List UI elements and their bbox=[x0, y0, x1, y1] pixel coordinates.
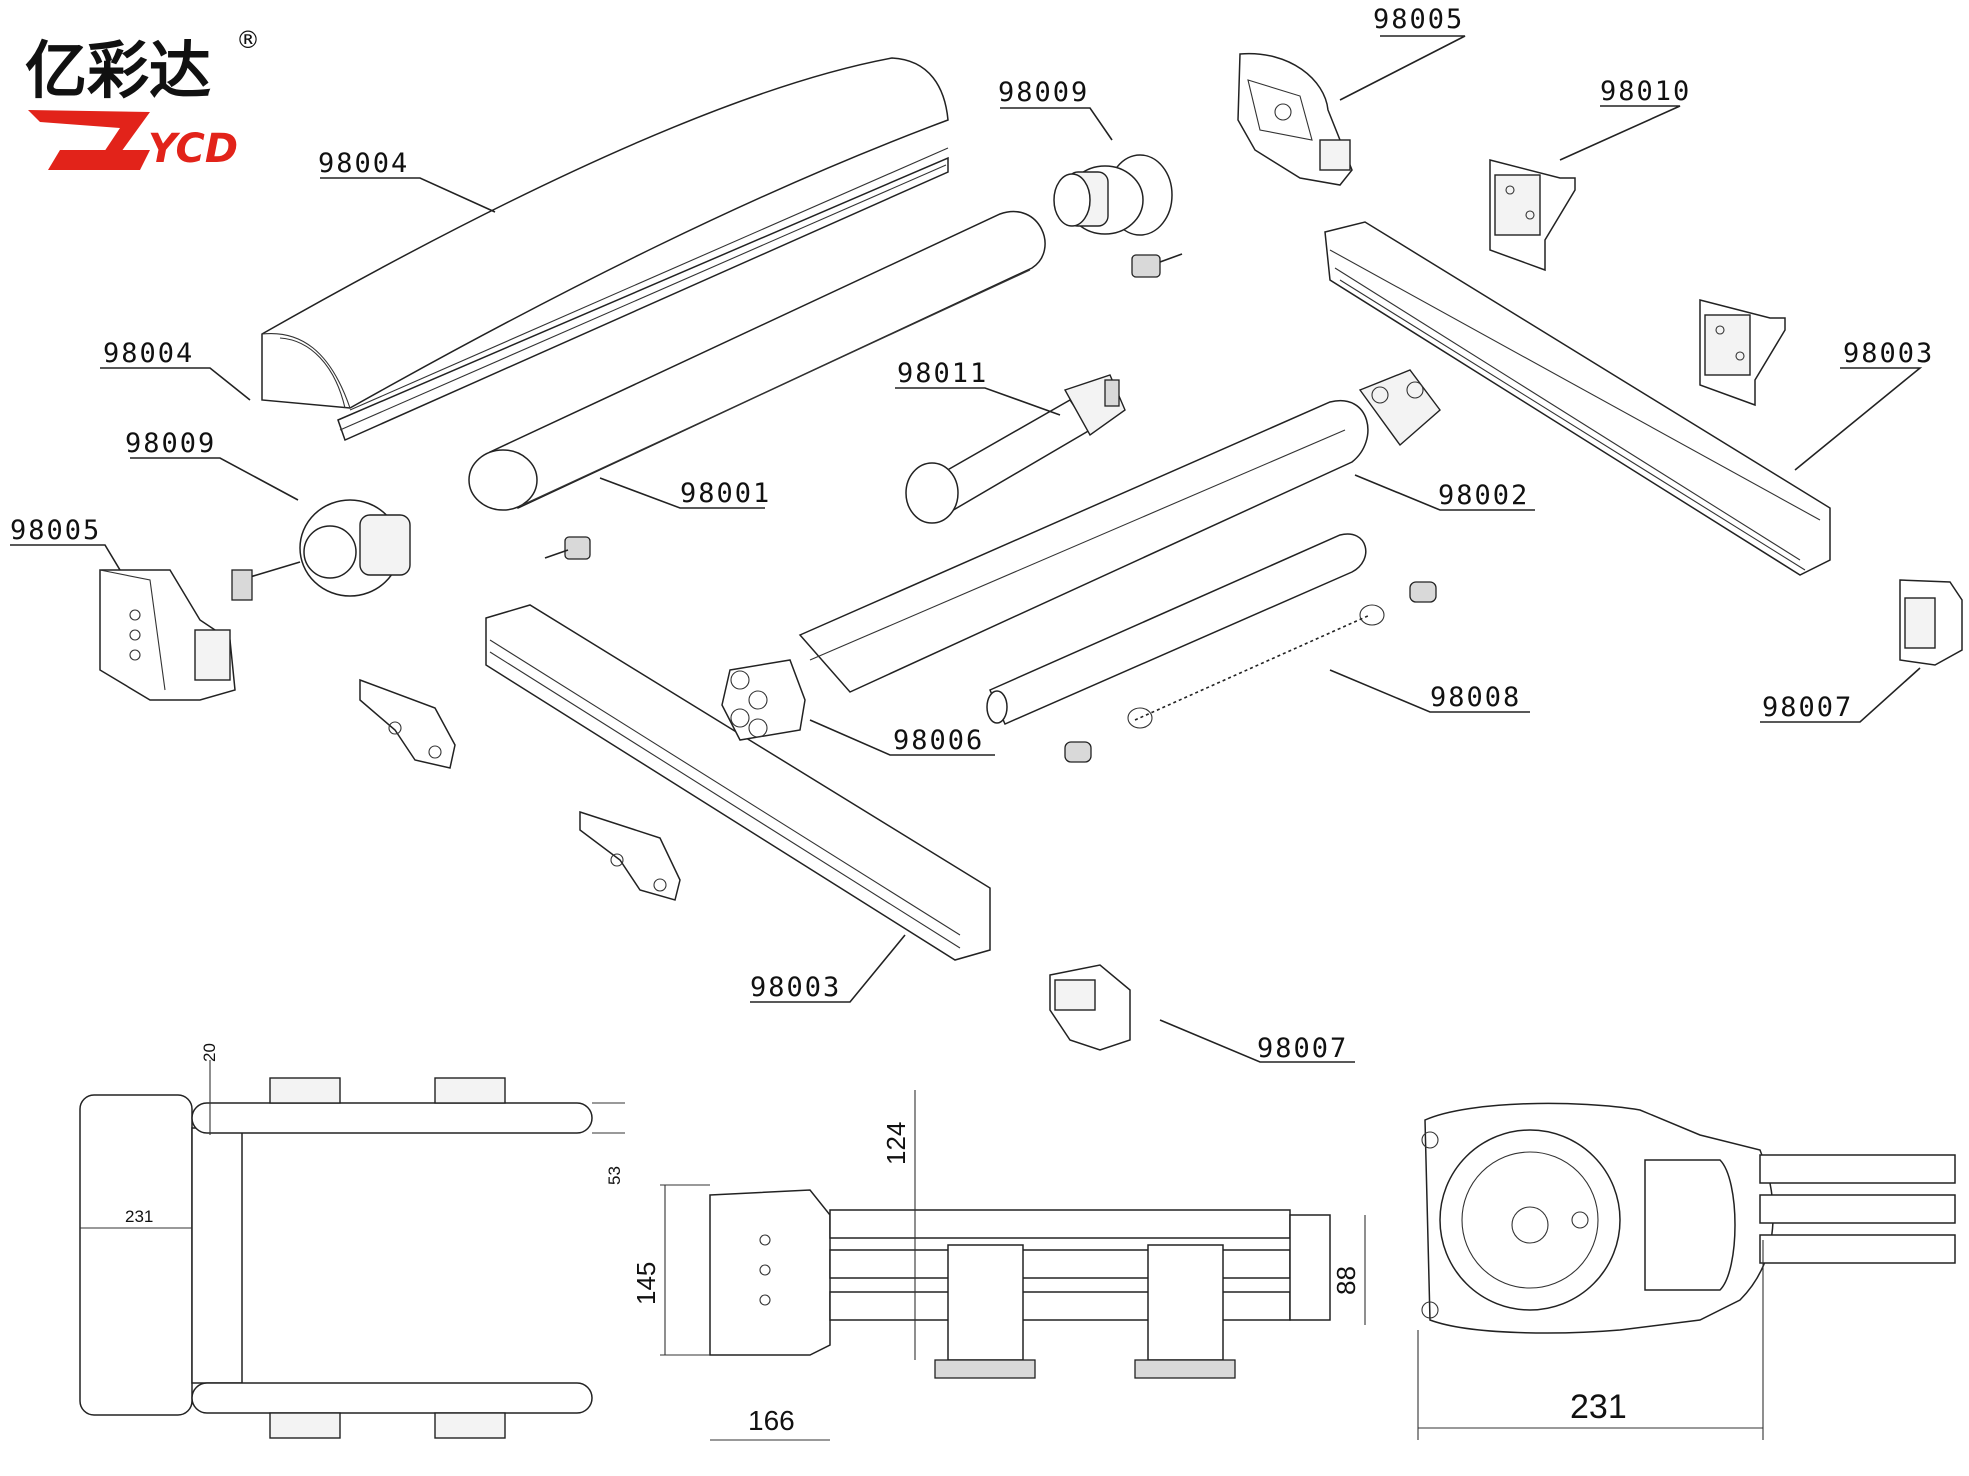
bracket-side-left-part bbox=[99, 569, 236, 701]
label-bracket-side-right: 98005 bbox=[1373, 4, 1464, 35]
dim-top-gap: 20 bbox=[200, 1043, 219, 1062]
label-end-cap-left: 98009 bbox=[125, 428, 216, 459]
housing-cover-part bbox=[261, 57, 949, 442]
registered-mark: ® bbox=[236, 26, 260, 54]
bracket-side-right-part bbox=[1237, 52, 1353, 186]
dim-side-body-height: 145 bbox=[631, 1262, 661, 1305]
label-wall-bracket: 98010 bbox=[1600, 76, 1691, 107]
label-end-plug-front: 98007 bbox=[1257, 1033, 1348, 1064]
wall-bracket-top-part bbox=[1489, 159, 1576, 272]
arm-right-part bbox=[1324, 221, 1831, 576]
logo-text: YCD bbox=[148, 126, 238, 172]
dim-top-height: 53 bbox=[605, 1166, 624, 1185]
brand-name: 亿彩达 bbox=[25, 34, 211, 107]
label-motor: 98011 bbox=[897, 358, 988, 389]
end-cap-right-part bbox=[1053, 154, 1183, 278]
small-bracket-front-part bbox=[579, 810, 681, 901]
end-plug-front-part bbox=[1049, 964, 1131, 1051]
part-labels: 98004 98004 98009 98005 98009 98005 9801… bbox=[10, 4, 1934, 1064]
label-bracket-side-left: 98005 bbox=[10, 515, 101, 546]
end-cap-left-part bbox=[231, 499, 411, 601]
top-view-drawing: 231 20 53 bbox=[79, 1043, 625, 1439]
front-bar-part bbox=[798, 369, 1441, 693]
label-housing-cover: 98004 bbox=[318, 148, 409, 179]
label-arm-front: 98003 bbox=[750, 972, 841, 1003]
side-view-drawing: 145 124 88 166 bbox=[631, 1090, 1366, 1441]
small-connector-part bbox=[544, 536, 591, 560]
leader-lines bbox=[10, 35, 1923, 1063]
arm-front-part bbox=[485, 604, 991, 961]
small-bracket-left-part bbox=[359, 678, 456, 769]
brand-logo: 亿彩达 ® YCD bbox=[25, 26, 260, 172]
detail-view-drawing: 231 bbox=[1417, 1102, 1956, 1440]
label-spring: 98008 bbox=[1430, 682, 1521, 713]
dim-side-width: 166 bbox=[748, 1405, 795, 1436]
label-front-bar: 98002 bbox=[1438, 480, 1529, 511]
ycd-swoosh-icon bbox=[28, 110, 150, 170]
label-housing-left: 98004 bbox=[103, 338, 194, 369]
dim-detail-width: 231 bbox=[1570, 1388, 1627, 1426]
wall-bracket-mid-part bbox=[1699, 299, 1786, 407]
label-arm-joint: 98006 bbox=[893, 725, 984, 756]
dim-top-width: 231 bbox=[125, 1207, 153, 1226]
label-end-plug-right: 98007 bbox=[1762, 692, 1853, 723]
arm-joint-part bbox=[721, 659, 806, 741]
spring-part bbox=[1064, 581, 1437, 763]
end-plug-right-part bbox=[1899, 579, 1963, 666]
dim-side-right-height: 88 bbox=[1331, 1266, 1361, 1295]
label-arm-right: 98003 bbox=[1843, 338, 1934, 369]
label-roller-tube: 98001 bbox=[680, 478, 771, 509]
spring-tube-part bbox=[986, 533, 1367, 725]
motor-part bbox=[905, 374, 1126, 524]
roller-tube-part bbox=[468, 211, 1046, 511]
dim-side-total-height: 124 bbox=[881, 1122, 911, 1165]
label-end-cap-right: 98009 bbox=[998, 77, 1089, 108]
